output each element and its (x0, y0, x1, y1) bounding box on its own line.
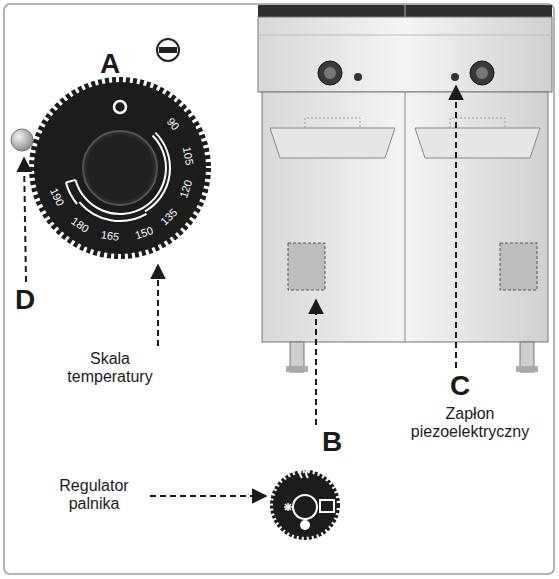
callout-letter: D (15, 284, 35, 316)
part-label: Regulator palnika (42, 477, 146, 514)
burner-knob (272, 461, 338, 538)
leader-lines (24, 86, 456, 496)
part-label: Zapłon piezoelektryczny (395, 405, 545, 442)
part-label: Skala temperatury (58, 350, 162, 387)
frame (4, 4, 554, 574)
scale-number: 165 (100, 229, 120, 244)
callout-letter: B (322, 426, 342, 458)
pilot-light (11, 129, 33, 151)
off-symbol (157, 39, 179, 61)
fryer (258, 5, 552, 372)
callout-letter: C (450, 370, 470, 402)
temperature-dial (32, 80, 208, 256)
callout-letter: A (100, 48, 120, 80)
